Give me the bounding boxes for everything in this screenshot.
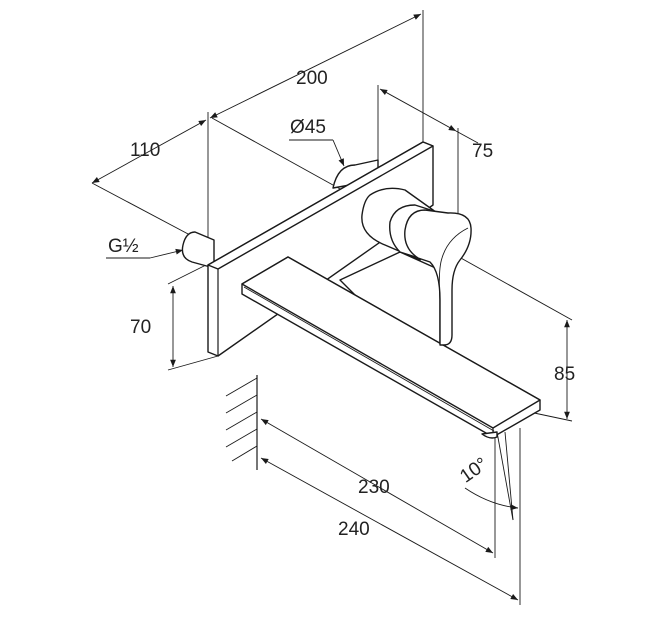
- connection-leader: [106, 248, 184, 259]
- spout: [241, 256, 541, 439]
- label-110: 110: [130, 140, 161, 161]
- angle-10: [464, 431, 519, 521]
- diameter-leader: [289, 139, 345, 167]
- lever-handle: [361, 187, 472, 346]
- label-85: 85: [554, 364, 576, 385]
- connection-pipe: [181, 231, 215, 269]
- wall-hatch: [225, 375, 258, 470]
- label-200: 200: [296, 68, 328, 89]
- dimension-70: [167, 263, 219, 371]
- label-230: 230: [358, 477, 390, 498]
- dimension-240: [260, 428, 521, 605]
- label-diameter-45: Ø45: [290, 117, 326, 138]
- label-240: 240: [338, 519, 370, 540]
- dimension-110: [91, 119, 207, 236]
- label-70: 70: [130, 317, 152, 338]
- label-75: 75: [472, 141, 494, 162]
- label-g-half: G½: [108, 236, 139, 257]
